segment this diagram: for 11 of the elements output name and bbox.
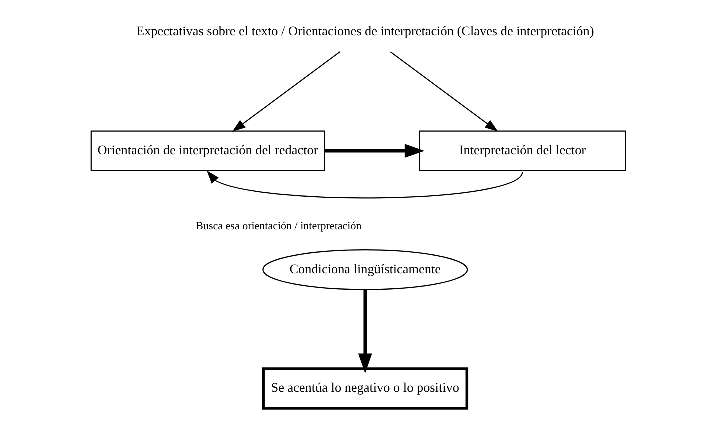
node-ellipse: Condiciona lingüísticamente	[262, 250, 468, 290]
node-box: Se acentúa lo negativo o lo positivo	[262, 368, 469, 410]
arrow	[390, 52, 498, 132]
node-box: Interpretación del lector	[419, 130, 626, 172]
node-text: Expectativas sobre el texto / Orientaciones de interpretación (Claves de interpretación)	[136, 24, 594, 39]
node-box: Orientación de interpretación del redactor	[90, 130, 326, 172]
arrow	[358, 290, 372, 374]
edge-label: Busca esa orientación / interpretación	[196, 220, 362, 233]
arrow	[206, 170, 524, 199]
arrow	[232, 52, 340, 132]
arrow	[325, 144, 425, 158]
